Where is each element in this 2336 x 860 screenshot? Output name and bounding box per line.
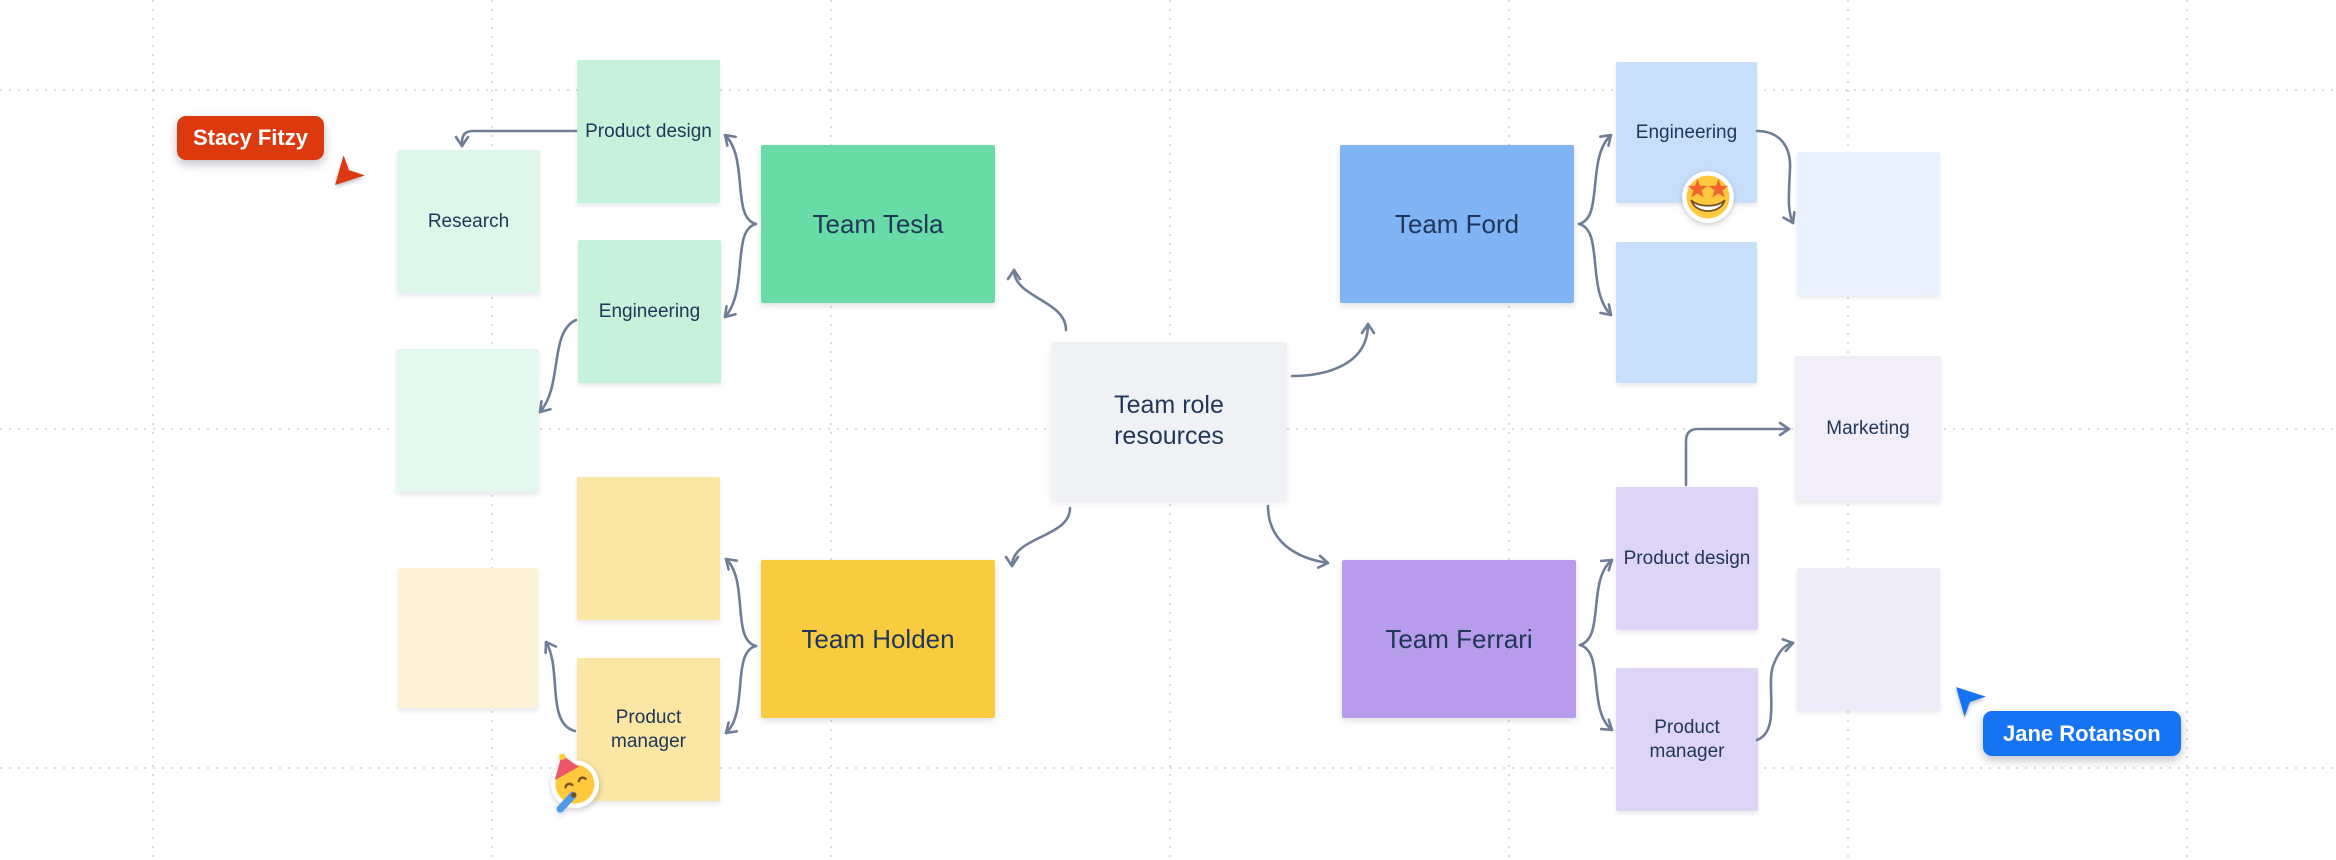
grid-line [2186, 0, 2188, 860]
connector-center-to-tesla[interactable] [1006, 268, 1068, 332]
connector-holden-to-product-manager[interactable] [724, 644, 758, 735]
sticky-tesla-blank[interactable] [396, 349, 539, 492]
sticky-ferrari-product-design[interactable]: Product design [1616, 487, 1758, 630]
sticky-holden-blank-left[interactable] [398, 568, 538, 708]
connector-ferrari-to-product-manager[interactable] [1578, 643, 1614, 732]
team-node-ford[interactable]: Team Ford [1340, 145, 1574, 303]
sticky-holden-blank-top[interactable] [577, 477, 720, 620]
sticky-tesla-product-design[interactable]: Product design [577, 60, 720, 203]
collaborator-label-stacy: Stacy Fitzy [177, 116, 324, 160]
connector-holden-to-blank-top[interactable] [724, 557, 758, 648]
connector-product-design-to-marketing[interactable] [1684, 421, 1791, 487]
grid-line [0, 89, 2336, 91]
sticky-tesla-engineering[interactable]: Engineering [578, 240, 721, 383]
sticky-tesla-research[interactable]: Research [397, 150, 540, 293]
grid-line [1508, 0, 1510, 860]
connector-engineering-to-blank[interactable] [538, 318, 578, 414]
sticky-ferrari-blank[interactable] [1797, 568, 1940, 710]
connector-ford-to-engineering[interactable] [1577, 133, 1613, 226]
sticky-ford-blank[interactable] [1616, 242, 1757, 383]
connector-product-manager-to-blank[interactable] [1755, 638, 1795, 742]
connector-product-design-to-research[interactable] [454, 129, 578, 148]
emoji-sticker-star-struck[interactable] [1680, 169, 1736, 225]
grid-line [830, 0, 832, 860]
collaborator-label-jane: Jane Rotanson [1983, 711, 2181, 756]
sticky-holden-product-manager[interactable]: Product manager [577, 658, 720, 801]
connector-tesla-to-product-design[interactable] [723, 133, 758, 226]
team-node-holden[interactable]: Team Holden [761, 560, 995, 718]
team-node-tesla[interactable]: Team Tesla [761, 145, 995, 303]
collaborator-cursor-jane [1956, 687, 1986, 717]
grid-line [0, 767, 2336, 769]
sticky-ford-engineering[interactable]: Engineering [1616, 62, 1757, 203]
emoji-sticker-partying-face[interactable] [536, 744, 609, 817]
connector-tesla-to-engineering[interactable] [723, 222, 758, 319]
connector-ford-to-blank[interactable] [1577, 222, 1613, 317]
connector-center-to-ford[interactable] [1290, 322, 1376, 378]
connector-engineering-to-blank-right[interactable] [1755, 129, 1796, 225]
connector-center-to-holden[interactable] [1004, 506, 1072, 568]
center-node-team-role-resources[interactable]: Team role resources [1051, 342, 1287, 500]
sticky-ferrari-product-manager[interactable]: Product manager [1616, 668, 1758, 811]
connector-ferrari-to-product-design[interactable] [1578, 558, 1614, 647]
collaborator-cursor-stacy [335, 155, 365, 185]
connector-center-to-ferrari[interactable] [1266, 504, 1330, 569]
team-node-ferrari[interactable]: Team Ferrari [1342, 560, 1576, 718]
sticky-ford-blank-right[interactable] [1797, 152, 1940, 295]
connector-product-manager-to-blank-left[interactable] [544, 640, 577, 733]
grid-line [152, 0, 154, 860]
sticky-ferrari-marketing[interactable]: Marketing [1795, 356, 1941, 501]
